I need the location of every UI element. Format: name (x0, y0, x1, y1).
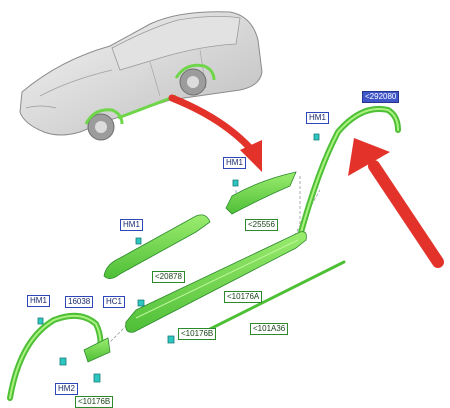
label-part-101a36: <101A36 (250, 323, 289, 335)
vehicle-illustration (19, 11, 263, 141)
upper-moulding-25556 (225, 171, 297, 215)
trim-strip-101a36 (198, 260, 346, 336)
label-part-10176a: <10176A (224, 291, 263, 303)
label-hm1-right-arch: HM1 (306, 112, 329, 124)
red-arrow-straight (348, 138, 444, 268)
label-hm2: HM2 (55, 383, 78, 395)
mid-moulding-20878 (103, 214, 211, 279)
wheel-arch-moulding-right (297, 106, 401, 239)
label-hm1-left: HM1 (27, 295, 50, 307)
label-hm1-mid: HM1 (120, 219, 143, 231)
wheel-arch-moulding-left (7, 312, 111, 401)
label-part-10176b-mid: <10176B (178, 328, 217, 340)
label-part-16038: 16038 (65, 296, 94, 308)
label-part-20878: <20878 (152, 271, 185, 283)
clips (37, 133, 320, 383)
label-hc1: HC1 (103, 296, 126, 308)
rocker-moulding-10176a (125, 231, 307, 333)
label-hm1-upper: HM1 (223, 157, 246, 169)
label-part-25556: <25556 (245, 219, 278, 231)
label-part-10176b-low: <10176B (75, 396, 114, 408)
label-right-arch-part: <292080 (362, 91, 400, 103)
red-arrow-curved (168, 94, 262, 172)
